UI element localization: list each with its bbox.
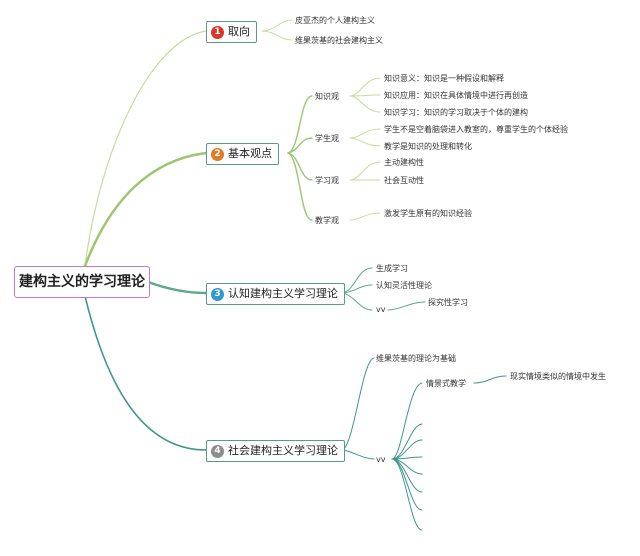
leaf-prior-knowledge[interactable]: 激发学生原有的知识经验 — [384, 209, 472, 218]
branch-orientation[interactable]: 1 取向 — [206, 21, 257, 43]
branch-cognitive-constructivism[interactable]: 3 认知建构主义学习理论 — [206, 283, 345, 305]
branch-label: 取向 — [228, 25, 250, 38]
leaf-active-construction[interactable]: 主动建构性 — [384, 158, 424, 167]
leaf-cognitive-flexibility[interactable]: 认知灵活性理论 — [376, 281, 432, 290]
branch-social-constructivism[interactable]: 4 社会建构主义学习理论 — [206, 440, 345, 462]
branch-label: 社会建构主义学习理论 — [228, 444, 338, 457]
branch-label: 认知建构主义学习理论 — [228, 287, 338, 300]
branch-basic-views[interactable]: 2 基本观点 — [206, 143, 279, 165]
group-knowledge-view[interactable]: 知识观 — [315, 92, 339, 101]
leaf-generative-learning[interactable]: 生成学习 — [376, 264, 408, 273]
leaf-student-experience[interactable]: 学生不是空着脑袋进入教室的，尊重学生的个体经验 — [384, 125, 568, 134]
leaf-real-situation[interactable]: 现实情境类似的情境中发生 — [510, 372, 606, 381]
root-node[interactable]: 建构主义的学习理论 — [14, 266, 150, 298]
leaf-knowledge-learning[interactable]: 知识学习：知识的学习取决于个体的建构 — [384, 108, 528, 117]
leaf-social-interaction[interactable]: 社会互动性 — [384, 176, 424, 185]
leaf-vv[interactable]: vv — [376, 455, 386, 464]
number-badge: 3 — [211, 287, 224, 301]
leaf-piaget[interactable]: 皮亚杰的个人建构主义 — [295, 16, 375, 25]
group-learning-view[interactable]: 学习观 — [315, 176, 339, 185]
leaf-teaching-transform[interactable]: 教学是知识的处理和转化 — [384, 142, 472, 151]
leaf-knowledge-application[interactable]: 知识应用：知识在具体情境中进行再创造 — [384, 91, 528, 100]
branch-label: 基本观点 — [228, 147, 272, 160]
leaf-vygotsky[interactable]: 维果茨基的社会建构主义 — [295, 36, 383, 45]
number-badge: 4 — [211, 444, 224, 458]
group-student-view[interactable]: 学生观 — [315, 134, 339, 143]
leaf-situated-teaching[interactable]: 情景式教学 — [426, 379, 466, 388]
leaf-vv[interactable]: vv — [376, 305, 386, 314]
leaf-knowledge-meaning[interactable]: 知识意义：知识是一种假设和解释 — [384, 74, 504, 83]
number-badge: 1 — [211, 25, 224, 39]
group-teaching-view[interactable]: 教学观 — [315, 216, 339, 225]
leaf-inquiry-learning[interactable]: 探究性学习 — [428, 298, 468, 307]
leaf-vygotsky-basis[interactable]: 维果茨基的理论为基础 — [376, 354, 456, 363]
number-badge: 2 — [211, 147, 224, 161]
